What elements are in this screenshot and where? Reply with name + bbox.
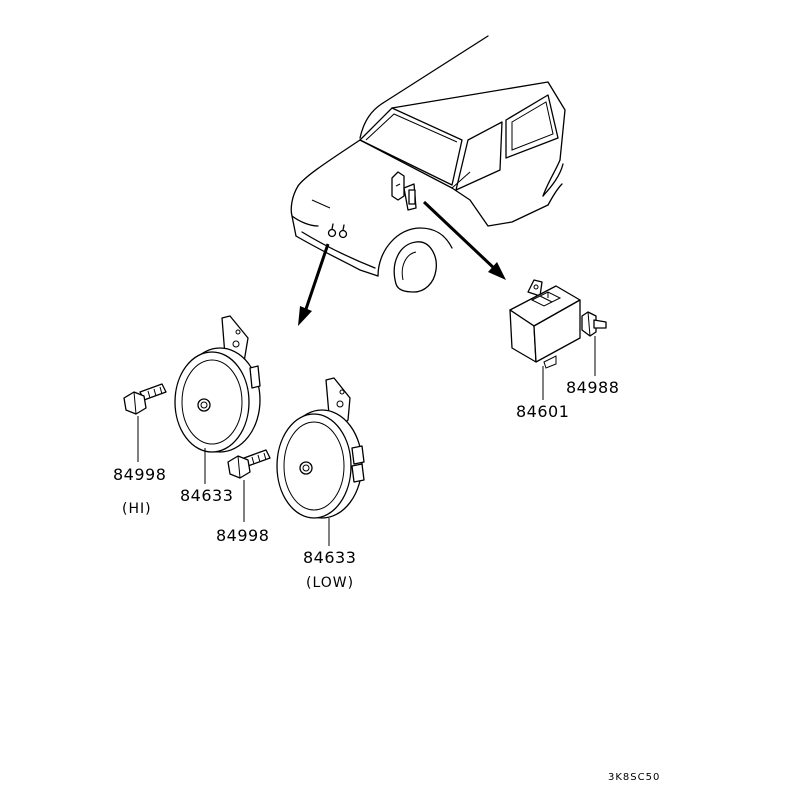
- diagram-code: 3K8SC50: [608, 772, 660, 783]
- callout-horn-low-part: 84633: [303, 548, 356, 567]
- horn-relay: [509, 279, 581, 369]
- callout-screw-part: 84988: [566, 378, 619, 397]
- relay-screw: [581, 311, 607, 337]
- horn-low: [276, 377, 365, 519]
- relay-location-marker: [391, 171, 417, 211]
- callout-horn-hi-label: (HI): [122, 501, 152, 517]
- horn-hi: [174, 315, 261, 453]
- bolt-left: [123, 383, 167, 415]
- arrow-to-relay: [422, 200, 506, 280]
- callout-bolt-center: 84998: [216, 526, 269, 545]
- arrow-to-horns: [298, 243, 330, 326]
- callout-relay-part: 84601: [516, 402, 569, 421]
- vehicle-outline: [290, 35, 566, 293]
- callout-horn-low-label: (LOW): [306, 575, 354, 591]
- bolt-center: [227, 449, 271, 479]
- callout-horn-hi-part: 84633: [180, 486, 233, 505]
- leader-lines: [137, 336, 596, 546]
- horn-location-marker: [327, 223, 348, 239]
- callout-bolt-left: 84998: [113, 465, 166, 484]
